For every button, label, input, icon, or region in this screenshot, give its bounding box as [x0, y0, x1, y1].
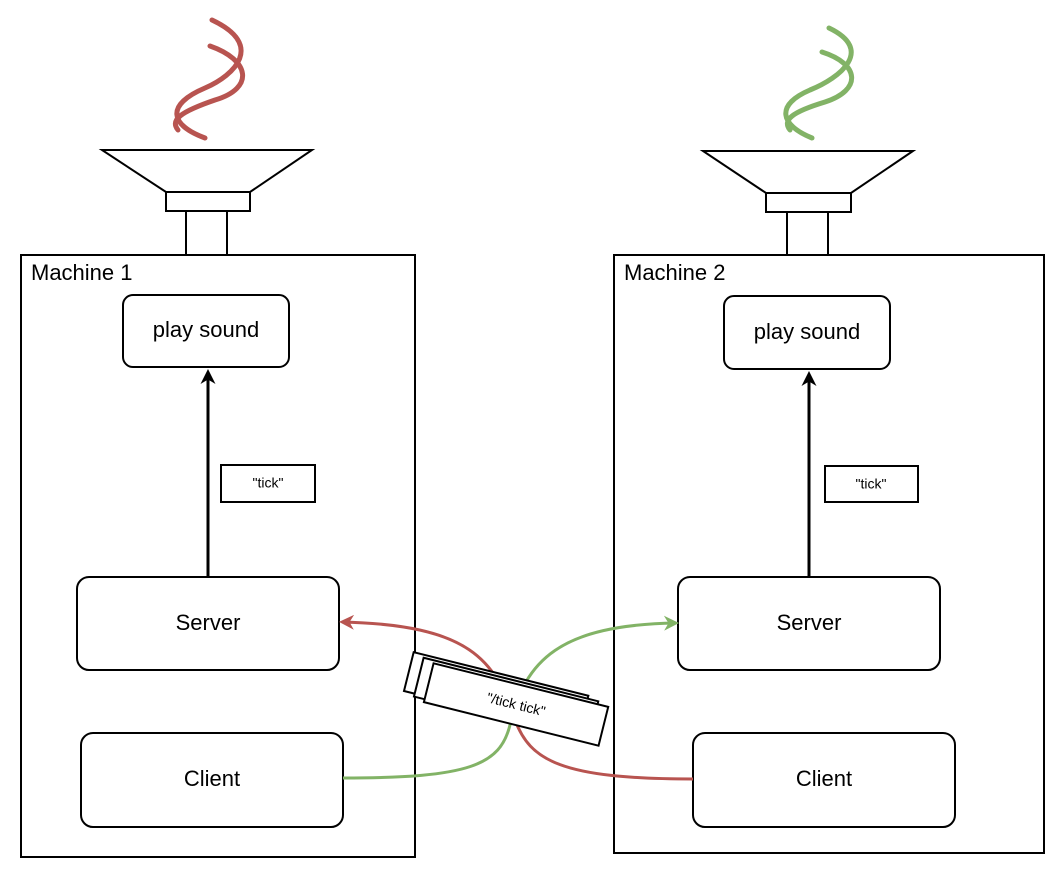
machine-1-server-label: Server	[176, 610, 241, 635]
connection-client1-to-server2	[342, 615, 679, 780]
machine-2-server-label: Server	[777, 610, 842, 635]
machine-2: Machine 2 play sound "tick" Server Clien…	[613, 25, 1045, 854]
machine-1: Machine 1 play sound "tick" Server Clien…	[20, 17, 416, 858]
machine-1-tick-message-box	[220, 464, 316, 503]
machine-1-client-label: Client	[184, 766, 240, 791]
speaker-icon	[98, 149, 316, 256]
machine-1-title: Machine 1	[31, 260, 133, 285]
machine-1-tick-message-label: "tick"	[253, 475, 284, 491]
machine-2-play-sound-label: play sound	[754, 319, 860, 344]
sound-wave-green-icon	[783, 25, 855, 141]
machine-1-play-sound-box	[122, 294, 290, 368]
machine-2-title: Machine 2	[624, 260, 726, 285]
machine-2-tick-message-label: "tick"	[856, 476, 887, 492]
machine-2-tick-message-box	[824, 465, 919, 503]
machine-1-play-sound-label: play sound	[153, 317, 259, 342]
machine-1-server-box	[76, 576, 340, 671]
machine-2-play-sound-box	[723, 295, 891, 370]
network-message-packets: "/tick tick"	[402, 650, 610, 747]
speaker-icon	[699, 150, 917, 256]
sound-wave-red-icon	[172, 17, 246, 141]
machine-1-client-box	[80, 732, 344, 828]
machine-2-client-label: Client	[796, 766, 852, 791]
